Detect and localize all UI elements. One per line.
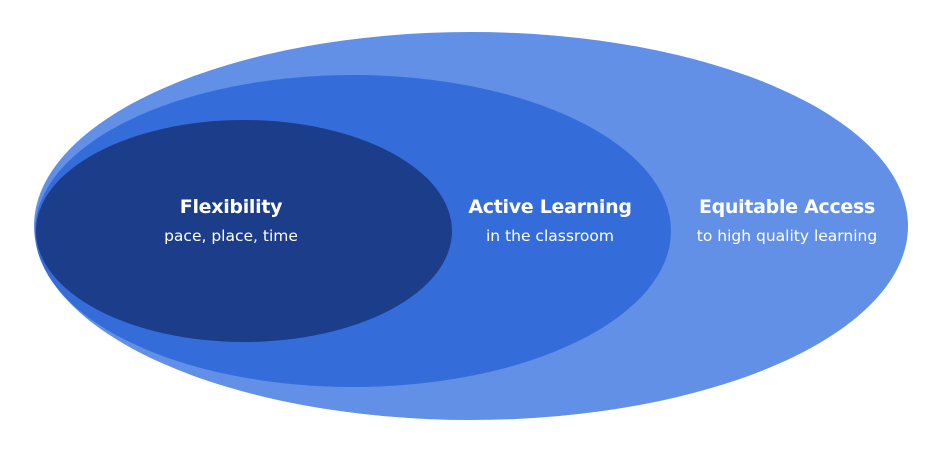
equitable-access-label: Equitable Access to high quality learnin… — [697, 196, 877, 245]
flexibility-title: Flexibility — [179, 196, 283, 218]
active-learning-title: Active Learning — [468, 196, 632, 218]
active-learning-label: Active Learning in the classroom — [468, 196, 632, 245]
flexibility-label: Flexibility pace, place, time — [164, 196, 298, 245]
equitable-access-subtitle: to high quality learning — [696, 227, 878, 245]
equitable-access-title: Equitable Access — [698, 196, 876, 218]
flexibility-ellipse — [36, 120, 452, 342]
flexibility-subtitle: pace, place, time — [164, 227, 298, 245]
active-learning-subtitle: in the classroom — [486, 227, 614, 245]
